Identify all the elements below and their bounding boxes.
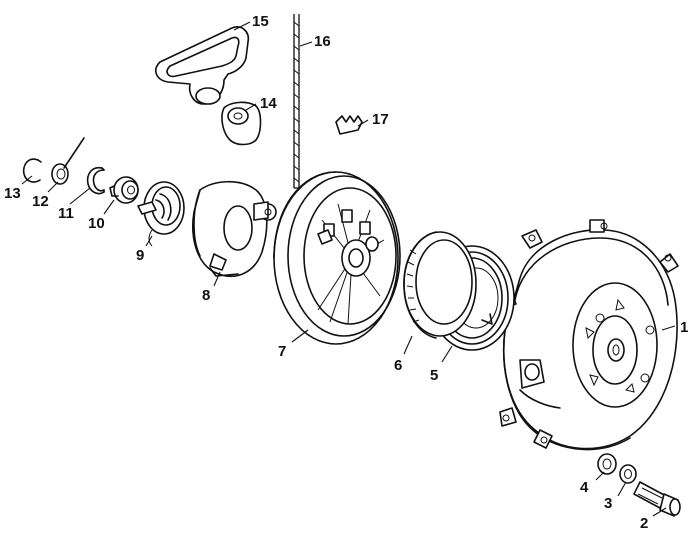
snap-ring <box>22 158 42 183</box>
callout-14: 14 <box>260 95 277 112</box>
friction-spring <box>109 176 139 204</box>
leader-lines <box>21 21 676 517</box>
callout-5: 5 <box>430 367 438 384</box>
callout-17: 17 <box>372 111 389 128</box>
callout-7: 7 <box>278 343 286 360</box>
callout-13: 13 <box>4 185 21 202</box>
pawl-plate <box>192 180 277 277</box>
spring-clip <box>335 115 363 135</box>
callout-6: 6 <box>394 357 402 374</box>
callout-12: 12 <box>32 193 49 210</box>
starter-handle <box>155 26 250 105</box>
callout-4: 4 <box>580 479 589 496</box>
callout-2: 2 <box>640 515 648 532</box>
spring-case <box>403 231 477 339</box>
ratchet-plate <box>137 181 185 247</box>
handle-insert <box>221 101 262 146</box>
callout-labels: 1 2 3 4 5 6 7 8 9 10 11 12 13 14 15 16 1… <box>4 13 688 532</box>
callout-15: 15 <box>252 13 269 30</box>
starter-housing-cover <box>497 219 679 451</box>
callout-3: 3 <box>604 495 612 512</box>
flat-washer <box>597 453 617 475</box>
callout-1: 1 <box>680 319 688 336</box>
callout-11: 11 <box>58 205 74 222</box>
starter-rope <box>293 14 300 189</box>
rope-pulley <box>273 171 401 345</box>
circlip <box>86 166 105 195</box>
spring-washer <box>51 137 85 185</box>
callout-16: 16 <box>314 33 331 50</box>
bolt <box>633 481 681 517</box>
callout-8: 8 <box>202 287 210 304</box>
callout-9: 9 <box>136 247 144 264</box>
lock-washer <box>619 464 637 484</box>
callout-10: 10 <box>88 215 105 232</box>
